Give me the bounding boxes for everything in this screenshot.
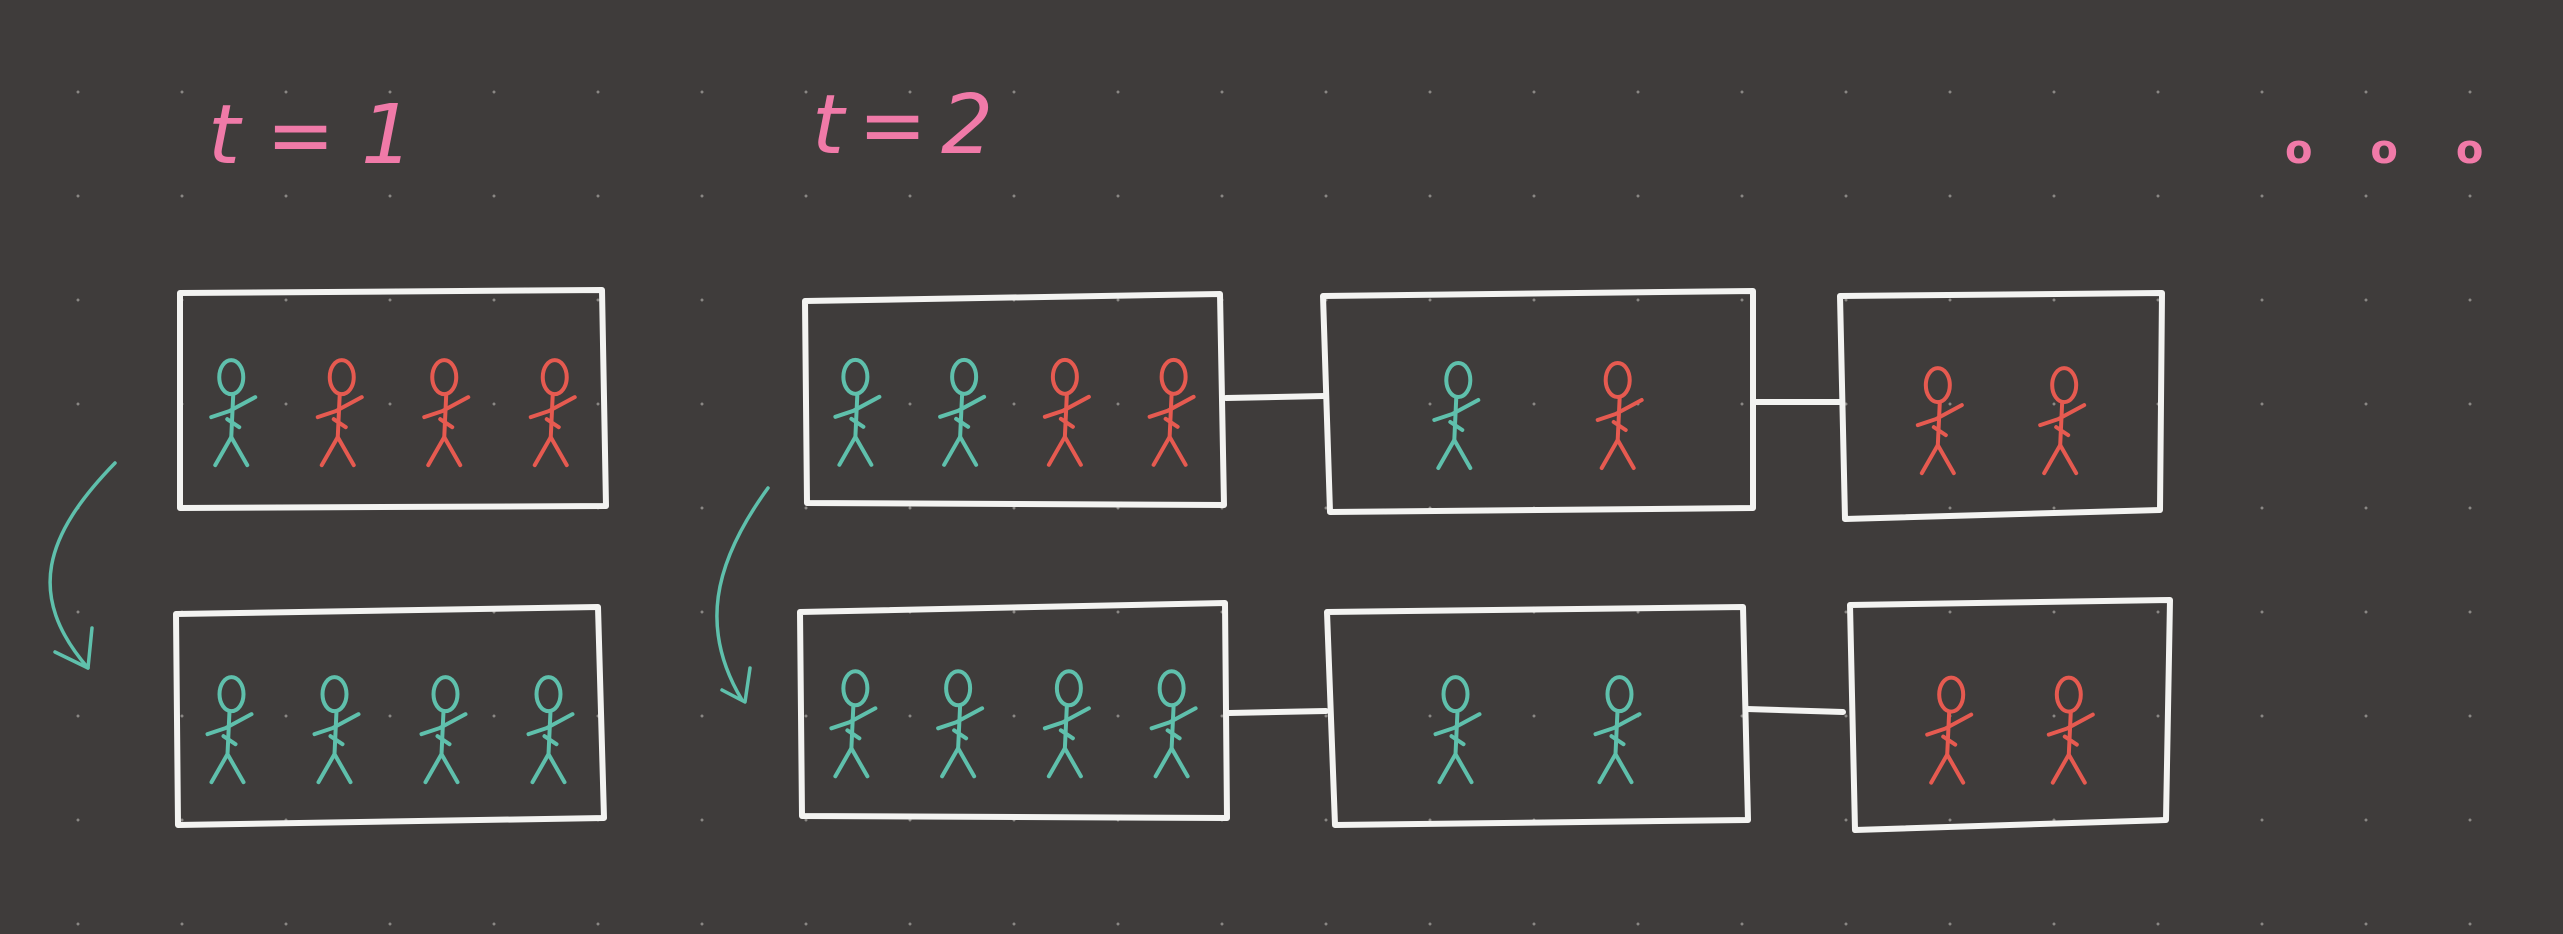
red-stick-figure: [315, 358, 364, 468]
red-stick-figure: [1147, 357, 1196, 467]
population-box: [1837, 290, 2165, 522]
red-stick-figure: [1915, 366, 1964, 476]
teal-stick-figure: [833, 357, 882, 467]
teal-stick-figure: [419, 675, 468, 785]
teal-stick-figure: [1433, 675, 1482, 785]
teal-stick-figure: [936, 669, 985, 779]
teal-stick-figure: [1432, 361, 1481, 471]
population-box: [802, 291, 1227, 508]
red-stick-figure: [1925, 675, 1974, 785]
population-box: [797, 600, 1230, 821]
step-label-t2: t = 2: [812, 78, 993, 173]
red-stick-figure: [1042, 357, 1091, 467]
transition-arrow: [715, 486, 770, 702]
teal-stick-figure: [1593, 675, 1642, 785]
population-box: [1847, 597, 2173, 833]
box-connector: [1226, 708, 1329, 716]
transition-arrowhead: [720, 666, 752, 704]
ellipsis-label: o o o: [2285, 127, 2484, 173]
transition-arrow: [48, 461, 117, 670]
teal-stick-figure: [1042, 669, 1091, 779]
red-stick-figure: [528, 358, 577, 468]
red-stick-figure: [422, 358, 471, 468]
red-stick-figure: [2038, 366, 2087, 476]
teal-stick-figure: [205, 675, 254, 785]
red-stick-figure: [2046, 675, 2095, 785]
box-connector: [1744, 706, 1846, 715]
teal-stick-figure: [1149, 669, 1198, 779]
teal-stick-figure: [938, 357, 987, 467]
teal-stick-figure: [209, 358, 258, 468]
population-box: [173, 604, 607, 828]
population-box: [177, 287, 609, 511]
transition-arrowhead: [53, 626, 94, 670]
population-box: [1324, 604, 1751, 828]
step-label-t1: t = 1: [208, 88, 414, 183]
teal-stick-figure: [526, 675, 575, 785]
teal-stick-figure: [312, 675, 361, 785]
red-stick-figure: [1595, 361, 1644, 471]
teal-stick-figure: [829, 669, 878, 779]
population-box: [1320, 288, 1756, 515]
box-connector: [1223, 393, 1327, 401]
